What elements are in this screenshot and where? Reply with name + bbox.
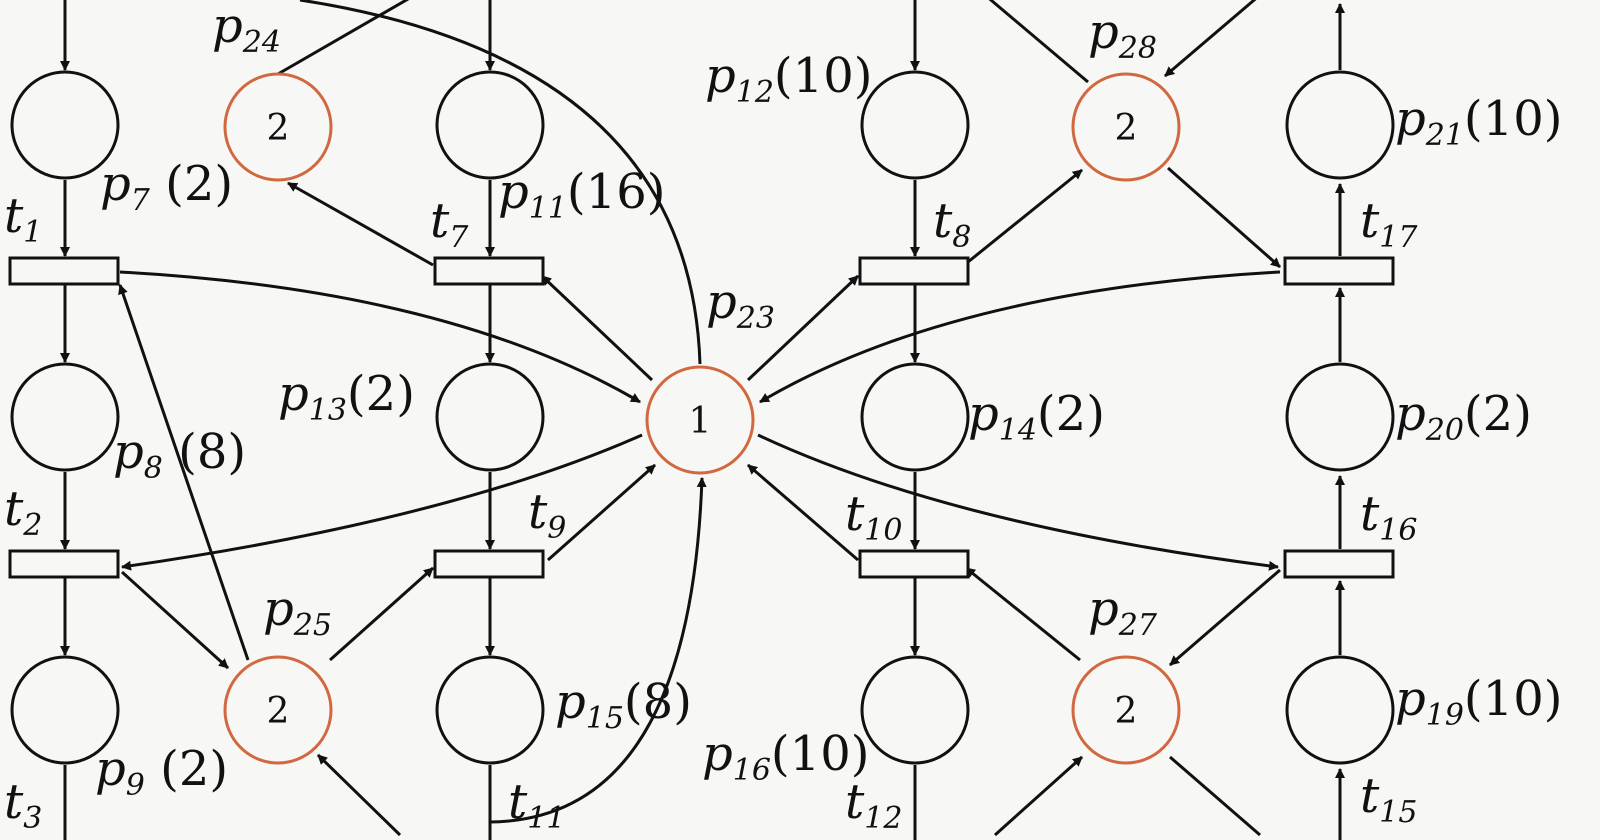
token-count-p28: 2	[1115, 108, 1138, 149]
arc	[316, 753, 402, 837]
label-p20: p20(2)	[1395, 386, 1532, 448]
label-t17: t17	[1360, 193, 1418, 255]
label-p9: p9 (2)	[95, 741, 228, 803]
label-t2: t2	[4, 481, 42, 543]
arc	[287, 181, 434, 267]
place-p13	[435, 362, 545, 472]
arcs	[60, 0, 1345, 840]
arc	[121, 433, 643, 571]
label-p11: p11(16)	[498, 164, 665, 226]
transition-t9	[433, 549, 545, 579]
label-p12: p12(10)	[705, 48, 872, 110]
label-t15: t15	[1360, 768, 1417, 830]
tokens: 2 2 2 2 1	[267, 108, 1138, 732]
arc	[547, 463, 656, 562]
label-t9: t9	[528, 484, 566, 546]
label-p14: p14(2)	[968, 386, 1105, 448]
place-p24	[223, 72, 333, 182]
label-p8: p8 (8)	[113, 424, 246, 486]
arc	[118, 284, 250, 661]
transition-t10	[858, 549, 970, 579]
place-p28	[1071, 72, 1181, 182]
label-p25: p25	[263, 581, 332, 643]
label-t11: t11	[508, 774, 565, 836]
arc	[746, 274, 860, 382]
arc	[1164, 0, 1257, 78]
arc	[489, 477, 707, 824]
token-count-p27: 2	[1115, 691, 1138, 732]
label-t16: t16	[1360, 486, 1417, 548]
label-p28: p28	[1088, 4, 1157, 66]
place-p19	[1285, 655, 1395, 765]
place-p9	[10, 655, 120, 765]
label-p13: p13(2)	[278, 366, 415, 428]
arc	[747, 463, 859, 562]
arc	[967, 168, 1083, 264]
label-p15: p15(8)	[555, 674, 692, 736]
label-p16: p16(10)	[702, 726, 869, 788]
place-p7	[10, 70, 120, 180]
token-count-p24: 2	[267, 108, 290, 149]
label-t10: t10	[845, 486, 902, 548]
label-p23: p23	[706, 274, 775, 336]
place-p14	[860, 362, 970, 472]
places	[10, 70, 1395, 765]
place-p25	[223, 655, 333, 765]
token-count-p23: 1	[689, 401, 712, 442]
arc	[993, 755, 1084, 837]
labels: p7 (2) p8 (8) p9 (2) p11(16) p12(10) p13…	[4, 0, 1562, 836]
label-t8: t8	[933, 193, 971, 255]
transition-t8	[858, 256, 970, 286]
arc	[299, 0, 702, 365]
label-t3: t3	[4, 774, 42, 836]
place-p11	[435, 70, 545, 180]
arc	[119, 270, 641, 404]
place-p20	[1285, 362, 1395, 472]
place-p12	[860, 70, 970, 180]
transition-t7	[433, 256, 545, 286]
label-p27: p27	[1088, 581, 1158, 643]
label-t7: t7	[430, 193, 469, 255]
label-p24: p24	[212, 0, 281, 60]
transition-t2	[8, 549, 120, 579]
transitions	[8, 256, 1395, 579]
token-count-p25: 2	[267, 691, 290, 732]
arc	[1167, 166, 1281, 269]
arc	[329, 566, 434, 662]
place-p23	[645, 365, 755, 475]
label-t1: t1	[4, 188, 42, 250]
place-p16	[860, 655, 970, 765]
arc	[965, 566, 1081, 662]
place-p21	[1285, 70, 1395, 180]
transition-t16	[1283, 549, 1395, 579]
arc	[1169, 568, 1281, 667]
transition-t17	[1283, 256, 1395, 286]
arc	[759, 270, 1281, 404]
place-p15	[435, 655, 545, 765]
arc	[757, 433, 1279, 571]
place-p27	[1071, 655, 1181, 765]
arc	[540, 274, 654, 382]
transition-t1	[8, 256, 120, 286]
arc	[1169, 755, 1261, 837]
arc	[988, 0, 1089, 84]
arc	[120, 570, 230, 670]
label-p7: p7 (2)	[100, 156, 233, 218]
label-p19: p19(10)	[1395, 671, 1562, 733]
label-t12: t12	[845, 774, 902, 836]
place-p8	[10, 362, 120, 472]
label-p21: p21(10)	[1395, 91, 1562, 153]
arc	[277, 0, 410, 76]
